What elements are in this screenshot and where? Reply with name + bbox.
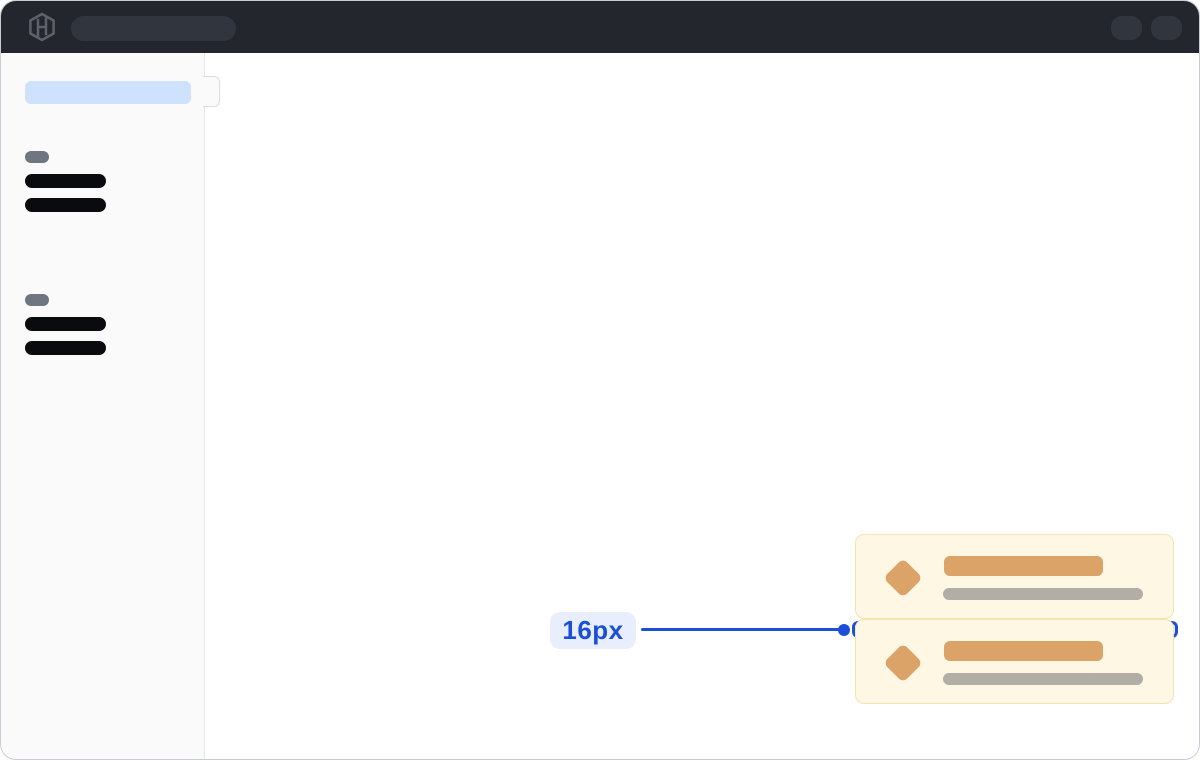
sidebar-nav-item-skeleton[interactable]	[25, 198, 106, 212]
toast-text-skeleton	[943, 673, 1143, 685]
sidebar-active-item-skeleton[interactable]	[25, 81, 191, 104]
toast-card	[855, 619, 1174, 704]
toast-card	[855, 534, 1174, 619]
hashicorp-logo-icon[interactable]	[28, 12, 56, 42]
sidebar-group-heading-skeleton	[25, 151, 49, 163]
sidebar-group-heading-skeleton	[25, 294, 49, 306]
sidebar-nav-item-skeleton[interactable]	[25, 341, 106, 355]
toast-title-skeleton	[944, 556, 1103, 576]
sidebar-nav-item-skeleton[interactable]	[25, 317, 106, 331]
sidebar-nav-item-skeleton[interactable]	[25, 174, 106, 188]
sidebar-collapse-handle[interactable]	[203, 76, 220, 107]
toast-stack	[852, 534, 1178, 704]
user-menu-placeholder[interactable]	[1151, 16, 1182, 40]
top-navigation-bar	[1, 1, 1199, 53]
search-input-skeleton[interactable]	[71, 16, 236, 41]
toast-text-skeleton	[943, 588, 1143, 600]
toast-title-skeleton	[944, 641, 1103, 661]
spacing-label: 16px	[550, 612, 636, 649]
alert-diamond-icon	[883, 643, 923, 683]
spacing-connector-dot	[838, 624, 850, 636]
spacing-connector-line	[641, 628, 844, 631]
help-menu-placeholder[interactable]	[1111, 16, 1142, 40]
sidebar	[1, 53, 220, 759]
alert-diamond-icon	[883, 558, 923, 598]
